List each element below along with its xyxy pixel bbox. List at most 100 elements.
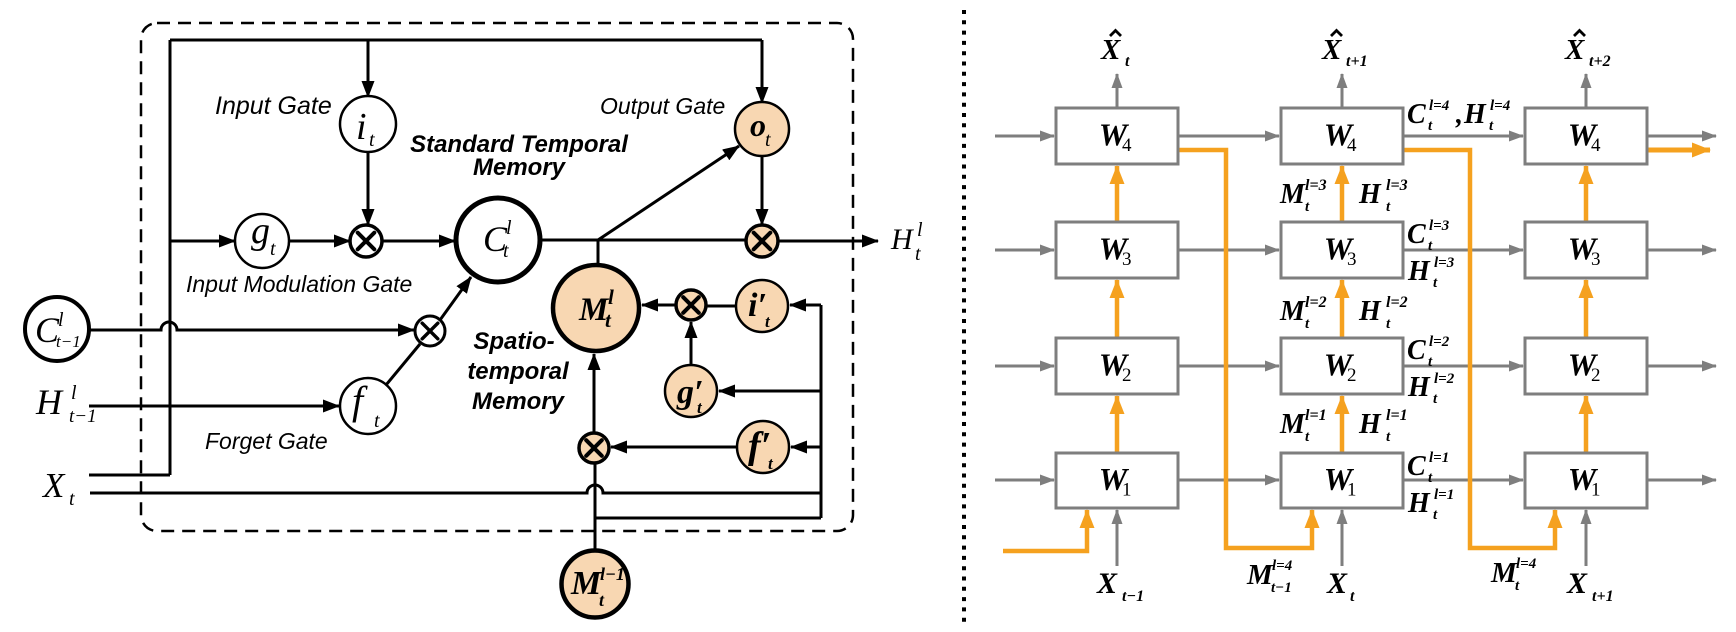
svg-text:l=1: l=1	[1386, 407, 1408, 424]
svg-text:i: i	[356, 106, 367, 148]
svg-text:Output Gate: Output Gate	[600, 93, 725, 119]
svg-text:Input Modulation Gate: Input Modulation Gate	[186, 271, 412, 297]
svg-text:H: H	[1407, 372, 1431, 403]
svg-text:1: 1	[1591, 480, 1601, 501]
svg-text:l=4: l=4	[1429, 98, 1450, 114]
svg-text:M: M	[1490, 557, 1518, 589]
svg-text:t: t	[270, 238, 276, 260]
svg-text:t: t	[1305, 316, 1310, 332]
svg-text:t: t	[1433, 507, 1438, 523]
svg-text:g′: g′	[676, 374, 704, 411]
svg-text:l=1: l=1	[1434, 487, 1454, 503]
svg-text:W: W	[1099, 117, 1130, 153]
svg-text:l=4: l=4	[1272, 558, 1293, 574]
svg-text:H: H	[35, 382, 64, 422]
svg-text:t: t	[1350, 588, 1355, 605]
svg-text:l: l	[71, 382, 77, 404]
svg-text:W: W	[1568, 117, 1599, 153]
svg-text:2: 2	[1591, 365, 1601, 386]
svg-text:t: t	[1305, 199, 1310, 215]
svg-text:f′: f′	[748, 425, 771, 467]
svg-text:Memory: Memory	[472, 388, 566, 415]
svg-text:1: 1	[1122, 480, 1132, 501]
svg-text:l=2: l=2	[1305, 294, 1327, 311]
svg-text:W: W	[1099, 231, 1130, 267]
svg-text:t: t	[1125, 53, 1130, 70]
svg-text:t+2: t+2	[1589, 53, 1611, 70]
svg-text:t−1: t−1	[1271, 580, 1292, 596]
svg-text:t: t	[915, 243, 921, 265]
svg-text:4: 4	[1347, 135, 1357, 156]
svg-text:3: 3	[1591, 249, 1601, 270]
svg-text:l=3: l=3	[1429, 218, 1450, 234]
svg-text:2: 2	[1122, 365, 1132, 386]
svg-text:t: t	[1386, 316, 1391, 332]
svg-text:t+1: t+1	[1592, 588, 1614, 605]
svg-text:M: M	[1279, 409, 1306, 440]
svg-text:t: t	[1428, 470, 1433, 486]
svg-text:t−1: t−1	[69, 406, 97, 427]
svg-text:H: H	[1463, 99, 1487, 130]
svg-text:3: 3	[1122, 249, 1132, 270]
svg-text:C: C	[35, 310, 60, 350]
svg-text:X: X	[1321, 34, 1342, 66]
svg-text:t: t	[503, 240, 509, 262]
svg-text:t: t	[1433, 391, 1438, 407]
svg-text:l=3: l=3	[1386, 177, 1408, 194]
svg-text:1: 1	[1347, 480, 1357, 501]
svg-text:g: g	[251, 210, 270, 252]
svg-text:C: C	[1407, 335, 1426, 366]
svg-text:M: M	[1279, 296, 1306, 327]
svg-text:X: X	[1100, 34, 1121, 66]
svg-text:l=3: l=3	[1305, 177, 1327, 194]
svg-text:Spatio-: Spatio-	[473, 328, 554, 355]
svg-text:H: H	[890, 223, 915, 256]
svg-text:l: l	[506, 217, 512, 239]
svg-text:Input Gate: Input Gate	[215, 92, 332, 120]
svg-text:l=2: l=2	[1434, 371, 1455, 387]
svg-text:t: t	[697, 398, 703, 417]
svg-text:t: t	[374, 410, 380, 432]
svg-text:l=2: l=2	[1386, 294, 1408, 311]
svg-text:W: W	[1099, 461, 1130, 497]
svg-text:4: 4	[1122, 135, 1132, 156]
svg-text:4: 4	[1591, 135, 1601, 156]
svg-text:l=4: l=4	[1516, 556, 1537, 572]
svg-text:X: X	[1566, 567, 1588, 600]
svg-text:X: X	[1096, 567, 1118, 600]
svg-text:t−1: t−1	[56, 332, 81, 351]
svg-text:C: C	[1407, 219, 1426, 250]
svg-text:W: W	[1568, 231, 1599, 267]
svg-text:t: t	[1428, 238, 1433, 254]
svg-text:H: H	[1407, 256, 1431, 287]
svg-text:t: t	[1428, 354, 1433, 370]
svg-text:temporal: temporal	[467, 358, 570, 385]
svg-text:l=1: l=1	[1305, 407, 1327, 424]
svg-text:W: W	[1324, 461, 1355, 497]
svg-text:W: W	[1568, 461, 1599, 497]
svg-text:W: W	[1099, 347, 1130, 383]
svg-text:t: t	[1489, 118, 1494, 134]
svg-text:i′: i′	[748, 287, 767, 324]
svg-text:H: H	[1407, 488, 1431, 519]
svg-text:l=1: l=1	[1429, 450, 1449, 466]
svg-text:t−1: t−1	[1122, 588, 1144, 605]
svg-text:C: C	[1407, 99, 1426, 130]
svg-text:t: t	[369, 129, 375, 151]
svg-text:t: t	[768, 454, 774, 473]
svg-text:W: W	[1324, 117, 1355, 153]
svg-text:t: t	[1386, 199, 1391, 215]
svg-text:t: t	[1433, 275, 1438, 291]
svg-text:M: M	[1279, 179, 1306, 210]
svg-text:2: 2	[1347, 365, 1357, 386]
svg-text:Memory: Memory	[473, 154, 567, 181]
svg-text:,: ,	[1455, 99, 1463, 130]
svg-text:W: W	[1568, 347, 1599, 383]
svg-text:t: t	[1515, 578, 1520, 594]
svg-text:t: t	[1305, 429, 1310, 445]
svg-text:t: t	[1386, 429, 1391, 445]
svg-text:l: l	[58, 309, 64, 331]
svg-text:l: l	[608, 285, 614, 309]
svg-text:H: H	[1358, 296, 1382, 327]
svg-text:t: t	[599, 590, 605, 610]
